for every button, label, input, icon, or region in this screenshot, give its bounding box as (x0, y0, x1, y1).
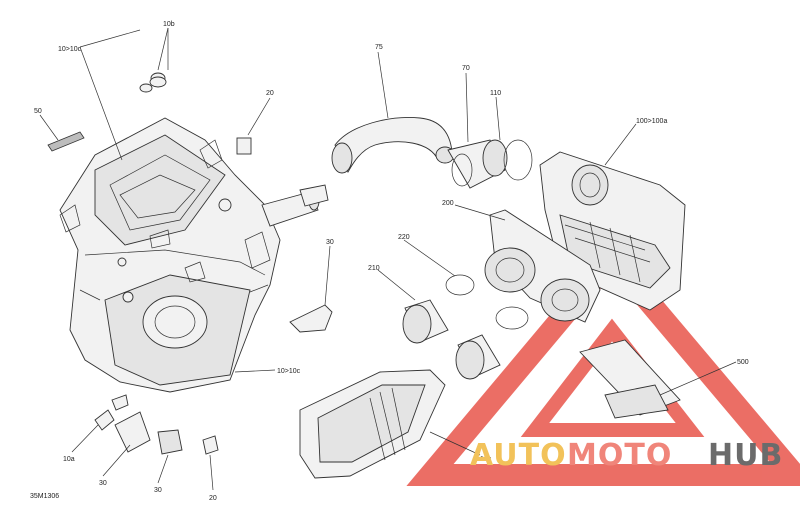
label-100-100a: 100>100a (636, 118, 667, 125)
watermark-moto: MOTO (567, 438, 672, 473)
label-30-right: 30 (326, 239, 334, 246)
watermark-auto: AUTO (470, 438, 567, 473)
air-filter-element (299, 369, 446, 479)
label-200: 200 (442, 200, 454, 207)
label-30-bottom-2: 30 (154, 487, 162, 494)
label-110: 110 (490, 90, 501, 97)
watermark-text: AUTO MOTO HUB (470, 438, 783, 473)
hose-sleeves (402, 299, 501, 380)
bottom-clips (94, 394, 219, 455)
label-500: 500 (737, 359, 749, 366)
label-20-top: 20 (266, 90, 274, 97)
duct-bracket (484, 209, 601, 323)
leader-lines (39, 27, 737, 491)
label-75: 75 (375, 44, 383, 51)
label-10a: 10a (63, 456, 75, 463)
bracket-30-right (289, 304, 333, 333)
label-210: 210 (368, 265, 380, 272)
label-70: 70 (462, 65, 470, 72)
drawing-reference: 35M1306 (30, 493, 59, 500)
hose-clamps (445, 274, 529, 330)
label-decal-50 (47, 131, 85, 152)
intake-adapter (447, 139, 533, 189)
clip-20-top (236, 137, 252, 155)
label-10-10c-bottom: 10>10c (277, 368, 301, 375)
label-10c: 10c (480, 456, 492, 463)
mat-500 (579, 339, 681, 419)
airbox-housing (59, 117, 329, 393)
intake-hose (331, 117, 455, 174)
label-220: 220 (398, 234, 410, 241)
label-30-bottom-1: 30 (99, 480, 107, 487)
label-20-bottom: 20 (209, 495, 217, 502)
label-50: 50 (34, 108, 42, 115)
label-10b: 10b (163, 21, 175, 28)
part-labels: 10b 10>10c 50 20 75 70 110 100>100a 30 2… (30, 21, 749, 502)
watermark-hub: HUB (708, 438, 783, 473)
grommets-10b (139, 72, 167, 93)
label-10-10c-top: 10>10c (58, 46, 82, 53)
